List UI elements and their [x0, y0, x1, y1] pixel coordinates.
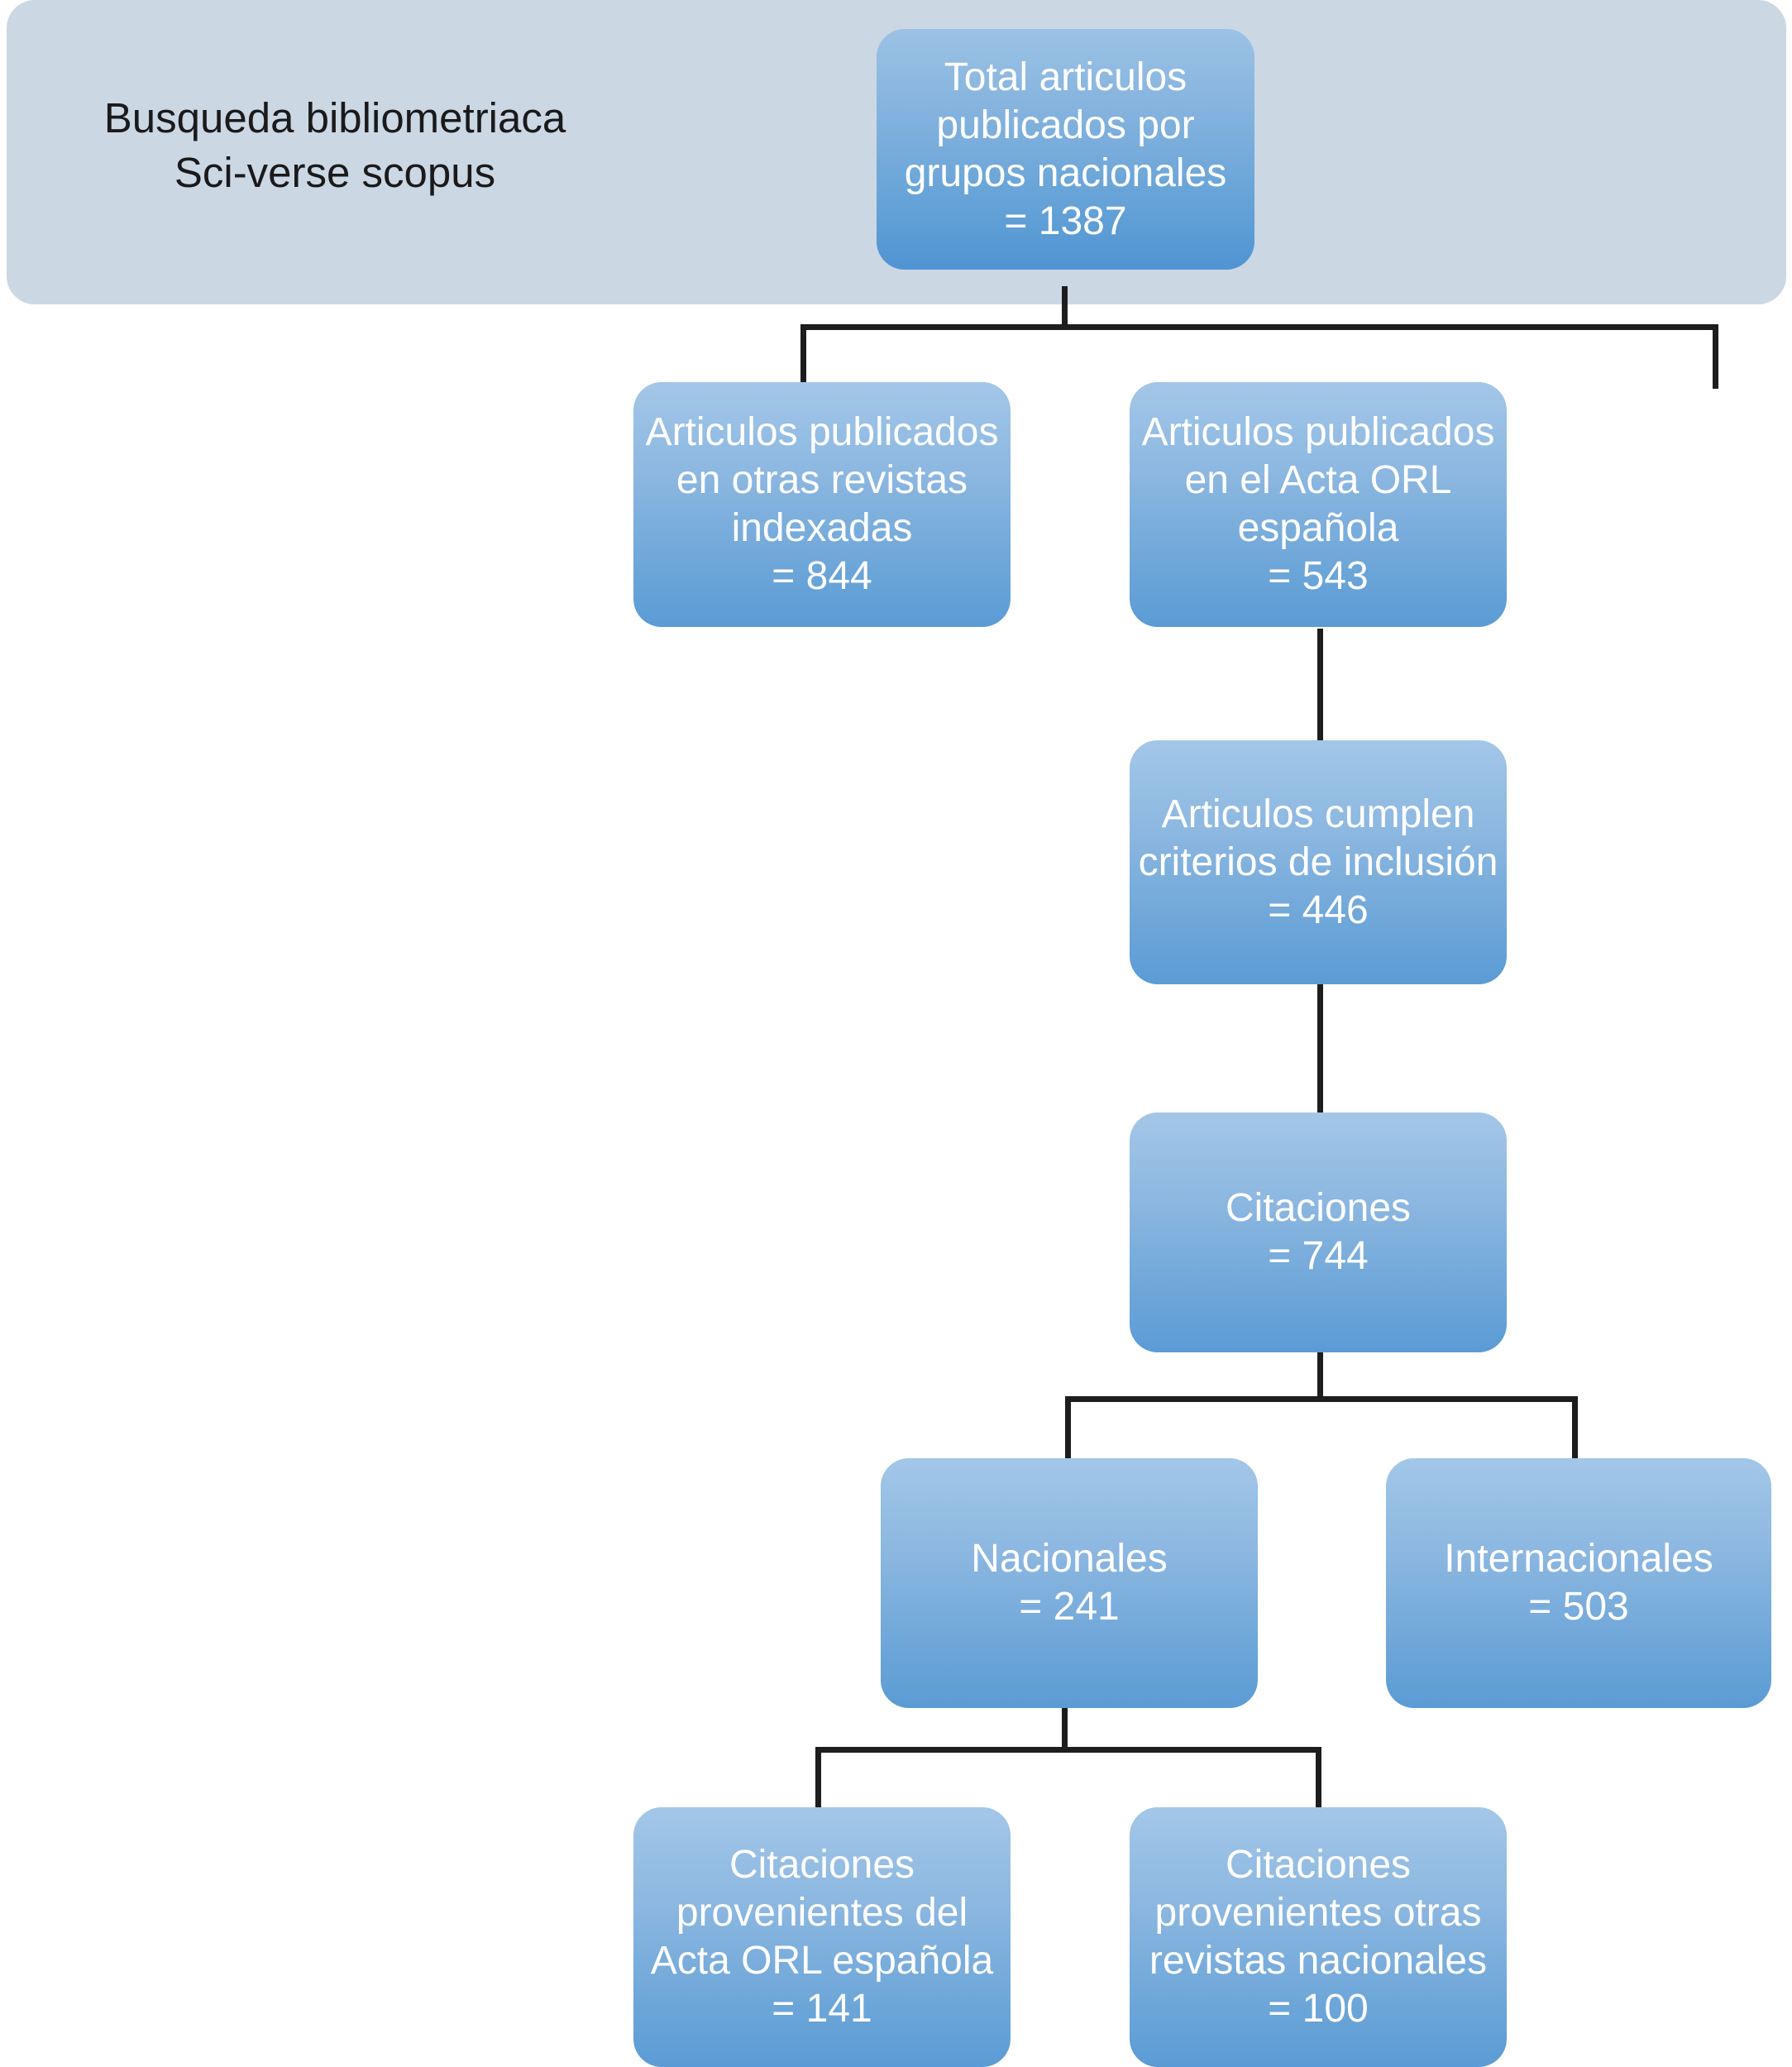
connector-acta-to-criterios	[1317, 629, 1323, 744]
node-nacionales[interactable]: Nacionales = 241	[881, 1458, 1258, 1708]
connector-to-acta-orl	[1713, 324, 1718, 389]
connector-to-citaciones-otras	[1316, 1747, 1321, 1811]
node-citaciones[interactable]: Citaciones = 744	[1130, 1112, 1507, 1352]
node-total-articulos[interactable]: Total articulos publicados por grupos na…	[877, 29, 1254, 270]
connector-split-bar-2	[1065, 1396, 1578, 1402]
connector-total-down	[1062, 286, 1068, 329]
connector-to-citaciones-acta	[815, 1747, 821, 1811]
node-criterios-inclusion[interactable]: Articulos cumplen criterios de inclusión…	[1130, 740, 1507, 984]
search-source-label: Busqueda bibliometriaca Sci-verse scopus	[103, 94, 566, 196]
connector-split-bar-1	[800, 324, 1718, 330]
connector-to-nacionales	[1065, 1396, 1071, 1462]
connector-citaciones-down	[1317, 1350, 1323, 1401]
connector-criterios-to-citaciones	[1317, 983, 1323, 1115]
node-internacionales[interactable]: Internacionales = 503	[1386, 1458, 1771, 1708]
node-otras-revistas[interactable]: Articulos publicados en otras revistas i…	[633, 382, 1011, 627]
node-citaciones-acta-orl[interactable]: Citaciones provenientes del Acta ORL esp…	[633, 1807, 1011, 2067]
connector-to-internacionales	[1572, 1396, 1578, 1462]
node-citaciones-otras-nacionales[interactable]: Citaciones provenientes otras revistas n…	[1130, 1807, 1507, 2067]
connector-nacionales-down	[1062, 1706, 1068, 1752]
node-acta-orl[interactable]: Articulos publicados en el Acta ORL espa…	[1130, 382, 1507, 627]
connector-to-otras-revistas	[800, 324, 806, 389]
connector-split-bar-3	[815, 1747, 1321, 1753]
